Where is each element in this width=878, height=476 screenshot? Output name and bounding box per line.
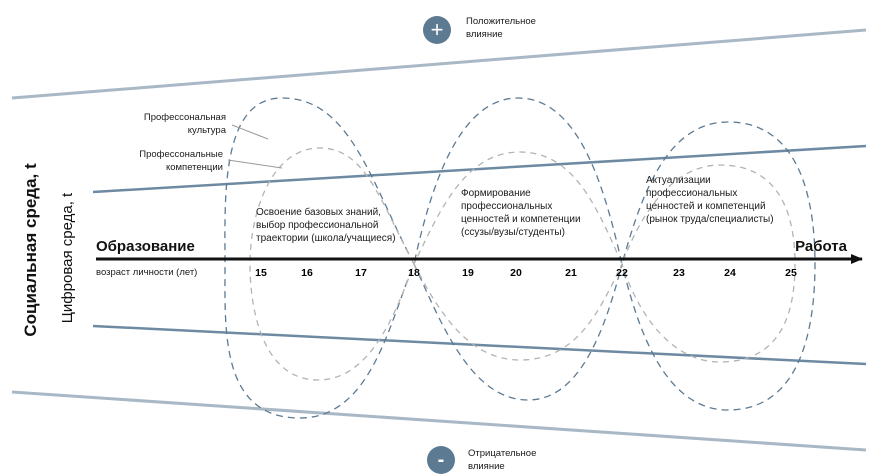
age-25: 25 xyxy=(785,267,797,279)
positive-label-2: влияние xyxy=(466,29,503,40)
culture-label-1: Профессональная xyxy=(144,112,226,123)
stage-2-line-4: (ссузы/вузы/студенты) xyxy=(461,227,565,238)
age-20: 20 xyxy=(510,267,522,279)
minus-sign: - xyxy=(438,449,445,471)
positive-label-1: Положительное xyxy=(466,16,536,27)
negative-label-2: влияние xyxy=(468,461,505,472)
end-label: Работа xyxy=(795,238,848,255)
culture-pointer xyxy=(231,124,269,140)
stage-1-line-2: выбор профессиональной xyxy=(256,219,378,231)
age-15: 15 xyxy=(255,267,267,279)
outer-top-line xyxy=(11,28,867,100)
start-label: Образование xyxy=(96,238,195,255)
stage-1-line-3: траектории (школа/учащиеся) xyxy=(256,233,396,244)
age-21: 21 xyxy=(565,267,577,279)
age-22: 22 xyxy=(616,267,628,279)
plus-icon xyxy=(423,16,451,44)
culture-label-2: культура xyxy=(188,125,227,136)
age-18: 18 xyxy=(408,267,420,279)
age-caption: возраст личности (лет) xyxy=(96,267,197,278)
age-23: 23 xyxy=(673,267,685,279)
plus-sign: + xyxy=(431,17,444,42)
inner-top-line xyxy=(92,144,867,194)
competence-pointer xyxy=(227,159,283,169)
minus-icon xyxy=(427,446,455,474)
competence-label-1: Профессональные xyxy=(139,149,223,160)
age-19: 19 xyxy=(462,267,474,279)
age-24: 24 xyxy=(724,267,736,279)
stage-3-line-4: (рынок труда/специалисты) xyxy=(646,214,774,225)
age-16: 16 xyxy=(301,267,313,279)
stage-3-line-3: ценностей и компетенций xyxy=(646,201,766,212)
inner-bottom-line xyxy=(92,324,867,366)
stage-2-line-2: профессиональных xyxy=(461,200,552,212)
social-axis-title: Социальная среда, t xyxy=(21,163,40,337)
stage-1-line-1: Освоение базовых знаний, xyxy=(256,206,381,218)
negative-label-1: Отрицательное xyxy=(468,448,536,459)
stage-3-line-2: профессиональных xyxy=(646,187,737,199)
stage-2-line-1: Формирование xyxy=(461,188,531,199)
stage-2-line-3: ценностей и компетенции xyxy=(461,214,581,225)
digital-axis-title: Цифровая среда, t xyxy=(59,192,76,323)
competence-label-2: компетенции xyxy=(166,162,223,173)
age-17: 17 xyxy=(355,267,367,279)
stage-3-line-1: Актуализации xyxy=(646,175,711,186)
competence-loop xyxy=(249,147,796,381)
outer-bottom-line xyxy=(11,390,867,452)
